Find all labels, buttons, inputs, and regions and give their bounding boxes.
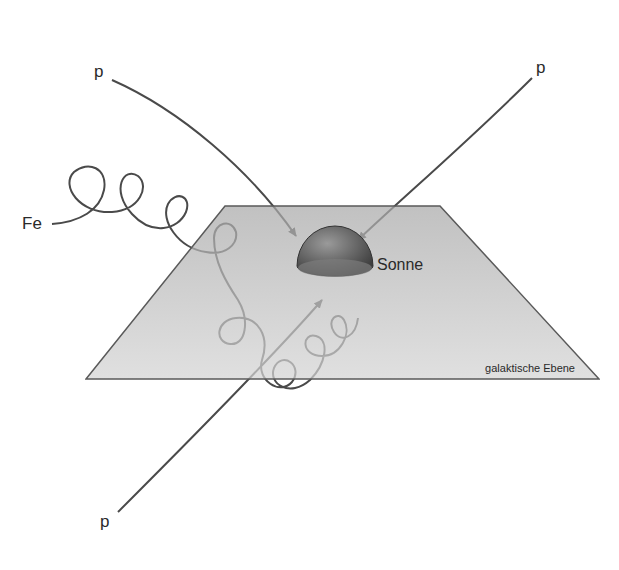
particle-label: p xyxy=(100,512,109,532)
particle-label: Fe xyxy=(22,214,42,234)
sun-base xyxy=(298,259,372,277)
node-label: Sonne xyxy=(377,256,423,274)
particle-label: p xyxy=(94,62,103,82)
plane-outline xyxy=(86,206,599,379)
particle-label: p xyxy=(536,58,545,78)
sun-sphere: Sonne xyxy=(295,222,429,302)
sun-dome xyxy=(297,226,373,276)
node-label: galaktische Ebene xyxy=(485,362,575,374)
